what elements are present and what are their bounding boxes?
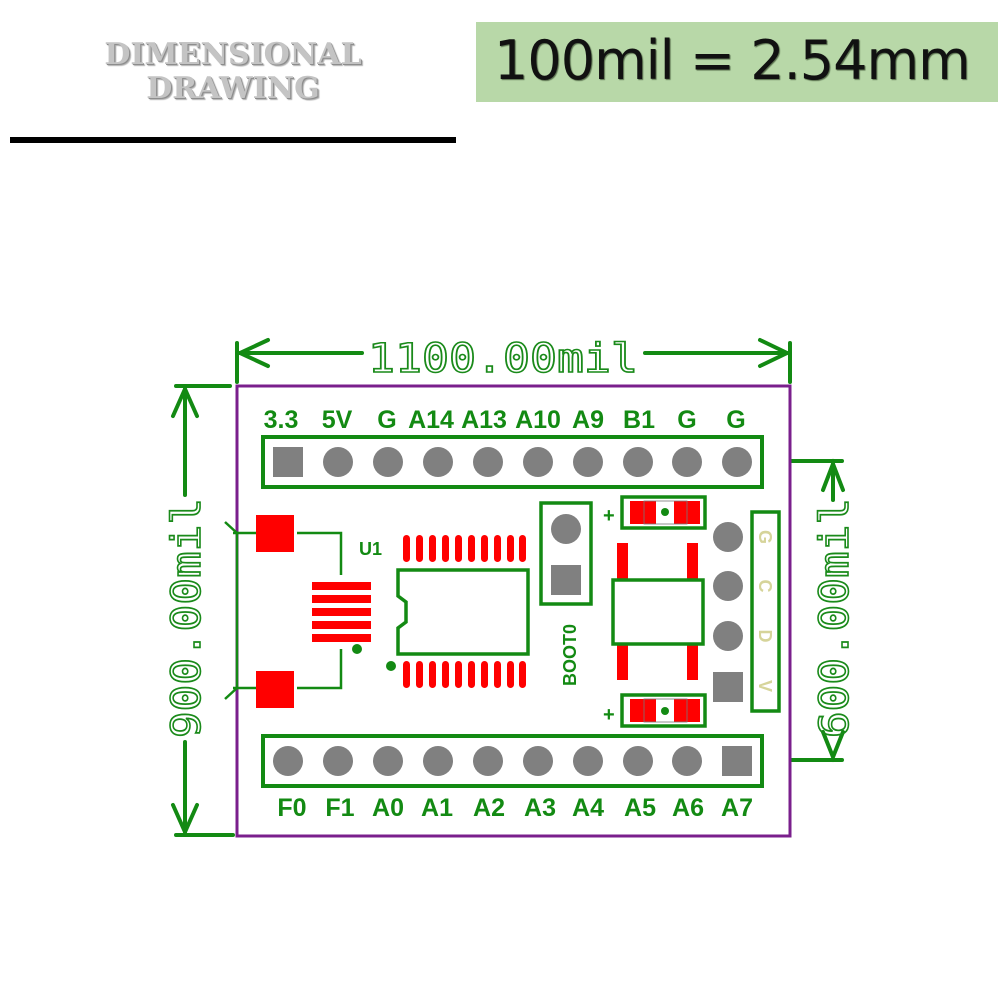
- top-pin-label: A13: [461, 406, 507, 434]
- bottom-pin-label: A6: [672, 794, 704, 822]
- side-pin-label: V: [755, 680, 775, 692]
- round-pad: [623, 746, 653, 776]
- height-dimension-label: 900.00mil: [164, 498, 210, 738]
- round-pad: [373, 447, 403, 477]
- title-block: DIMENSIONAL DRAWING: [10, 38, 456, 106]
- width-dimension-label: 1100.00mil: [368, 336, 638, 382]
- led-bottom: +: [603, 693, 707, 728]
- round-pad: [623, 447, 653, 477]
- bottom-pin-header: [261, 734, 764, 788]
- height-dimension: [171, 384, 235, 837]
- usb-mount-pad: [256, 515, 294, 552]
- side-pin-label: C: [755, 580, 775, 593]
- boot0-label: BOOT0: [560, 624, 580, 686]
- boot0-jumper: [539, 501, 593, 606]
- round-pad: [672, 746, 702, 776]
- bottom-pin-label: A7: [721, 794, 753, 822]
- title-line-2: DRAWING: [146, 71, 320, 106]
- bottom-header-labels: F0 F1 A0 A1 A2 A3 A4 A5 A6 A7: [277, 794, 753, 822]
- top-pin-label: G: [377, 406, 396, 434]
- round-pad: [473, 447, 503, 477]
- round-pad: [722, 447, 752, 477]
- usb-connector: [224, 515, 371, 708]
- bottom-pin-label: A2: [473, 794, 505, 822]
- bottom-pin-label: A0: [372, 794, 404, 822]
- ic-u1: [386, 535, 530, 688]
- top-header-labels: 3.3 5V G A14 A13 A10 A9 B1 G G: [264, 406, 746, 434]
- top-pin-label: B1: [623, 406, 655, 434]
- ic-reference-label: U1: [359, 539, 382, 559]
- bottom-pin-label: F0: [277, 794, 306, 822]
- square-pad-pin1: [722, 746, 752, 776]
- bottom-pin-label: A5: [624, 794, 656, 822]
- side-connector: G C D V: [713, 510, 781, 713]
- round-pad: [423, 746, 453, 776]
- top-pin-label: 3.3: [264, 406, 299, 434]
- top-pin-label: 5V: [322, 406, 353, 434]
- scale-note-box: 100mil = 2.54mm: [476, 22, 998, 102]
- round-pad: [423, 447, 453, 477]
- title-line-1: DIMENSIONAL: [104, 37, 362, 72]
- side-pin-label: G: [755, 530, 775, 544]
- round-pad: [573, 447, 603, 477]
- top-pin-label: A10: [515, 406, 561, 434]
- bottom-pin-label: F1: [325, 794, 354, 822]
- usb-mount-pad: [256, 671, 294, 708]
- round-pad: [523, 746, 553, 776]
- top-pin-label: G: [726, 406, 745, 434]
- round-pad: [323, 746, 353, 776]
- square-pad-pin1: [273, 447, 303, 477]
- round-pad: [672, 447, 702, 477]
- round-pad: [373, 746, 403, 776]
- led-polarity-mark: +: [603, 704, 615, 726]
- bottom-pin-label: A3: [524, 794, 556, 822]
- top-pin-header: [261, 435, 764, 489]
- round-pad: [273, 746, 303, 776]
- pin-spacing-dimension-label: 600.00mil: [812, 498, 858, 738]
- led-polarity-mark: +: [603, 505, 615, 527]
- round-pad: [473, 746, 503, 776]
- scale-note-text: 100mil = 2.54mm: [494, 29, 971, 92]
- round-pad: [323, 447, 353, 477]
- reset-switch: [611, 543, 705, 680]
- round-pad: [523, 447, 553, 477]
- bottom-pin-label: A1: [421, 794, 453, 822]
- top-pin-label: A9: [572, 406, 604, 434]
- side-pin-label: D: [755, 630, 775, 643]
- title-underline: [10, 137, 456, 143]
- round-pad: [573, 746, 603, 776]
- top-pin-label: A14: [408, 406, 454, 434]
- bottom-pin-label: A4: [572, 794, 604, 822]
- top-pin-label: G: [677, 406, 696, 434]
- width-dimension: [235, 338, 792, 384]
- led-top: +: [603, 495, 707, 530]
